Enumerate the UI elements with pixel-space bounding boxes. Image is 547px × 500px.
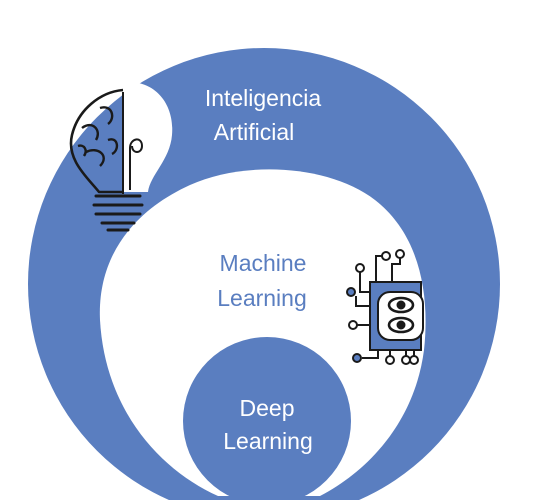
ml-label-line1: Machine: [220, 250, 307, 276]
dl-label-line2: Learning: [223, 428, 313, 454]
ml-label-line2: Learning: [217, 285, 307, 311]
lightbulb-brain-icon: [69, 82, 173, 232]
ai-label-line1: Inteligencia: [205, 85, 322, 111]
robot-eyes-icon: [346, 249, 424, 365]
dl-label-line1: Deep: [240, 395, 295, 421]
ai-label-line2: Artificial: [214, 119, 295, 145]
dl-circle: [183, 337, 351, 500]
